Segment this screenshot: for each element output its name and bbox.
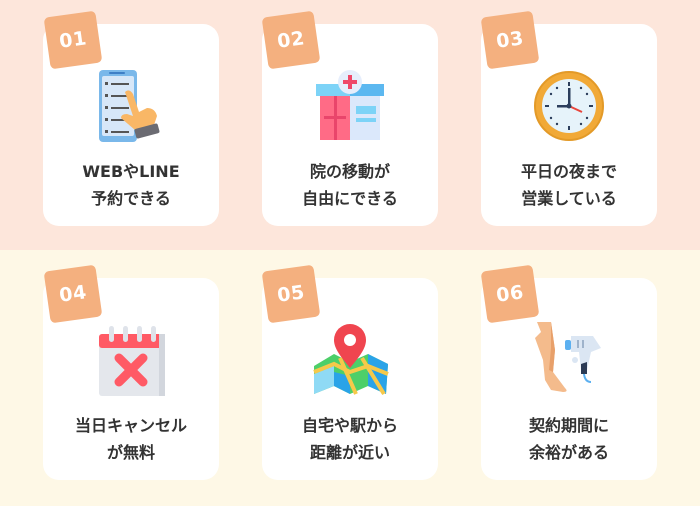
feature-number-badge: 06: [480, 264, 540, 324]
feature-number-badge: 04: [43, 264, 103, 324]
calendar-cancel-icon: [99, 326, 165, 396]
feature-number-badge: 01: [43, 10, 103, 70]
clock-icon: [534, 71, 604, 141]
feature-label: 平日の夜まで 営業している: [520, 162, 617, 208]
map-pin-icon: [313, 324, 389, 396]
feature-label: 契約期間に 余裕がある: [528, 416, 609, 462]
smartphone-tap-icon: [99, 70, 160, 142]
feature-label: 院の移動が 自由にできる: [302, 162, 398, 208]
feature-number-badge: 03: [480, 10, 540, 70]
leg-laser-device-icon: [535, 322, 601, 392]
feature-number-badge: 05: [261, 264, 321, 324]
feature-label: 当日キャンセル が無料: [74, 416, 187, 462]
feature-label: WEBやLINE 予約できる: [82, 162, 180, 208]
clinic-building-icon: [316, 70, 384, 140]
feature-label: 自宅や駅から 距離が近い: [301, 416, 398, 462]
feature-number-badge: 02: [261, 10, 321, 70]
